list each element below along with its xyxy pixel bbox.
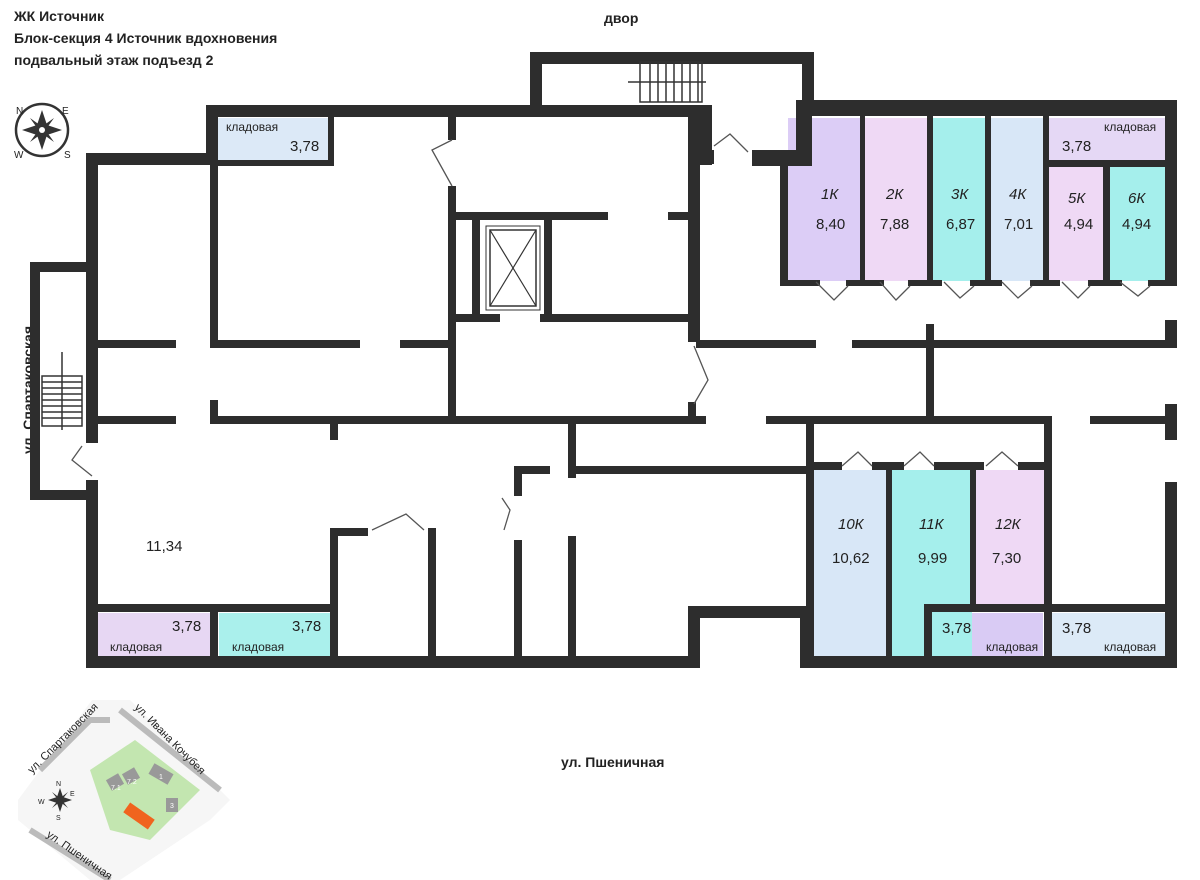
minimap-block-label-1: 7.1 bbox=[111, 785, 121, 792]
unit-room-5 bbox=[1049, 167, 1103, 281]
unit-room-10 bbox=[813, 470, 886, 656]
storage-s1-label: кладовая bbox=[226, 120, 279, 134]
storage-s2-label: кладовая bbox=[1104, 120, 1157, 134]
storage-room-s1 bbox=[218, 118, 328, 160]
storage-room-s2 bbox=[1049, 118, 1165, 160]
unit-3-area: 6,87 bbox=[946, 216, 976, 233]
hall-area: 11,34 bbox=[146, 538, 183, 555]
street-yard: двор bbox=[604, 10, 639, 26]
minimap-green-area bbox=[90, 740, 200, 840]
unit-11-area: 9,99 bbox=[918, 550, 948, 567]
unit-room-2 bbox=[865, 118, 927, 281]
unit-room-3 bbox=[933, 118, 985, 281]
compass-s-label: S bbox=[64, 150, 71, 161]
compass-w-label: W bbox=[14, 150, 24, 161]
storage-s2-area: 3,78 bbox=[1062, 138, 1092, 155]
storage-s4-label: кладовая bbox=[232, 640, 285, 654]
unit-1-name: 1К bbox=[821, 186, 839, 203]
unit-1-area: 8,40 bbox=[816, 216, 846, 233]
storage-room-s6 bbox=[1051, 613, 1165, 656]
unit-11-name: 11К bbox=[919, 516, 944, 533]
unit-4-area: 7,01 bbox=[1004, 216, 1034, 233]
minimap-compass-w: W bbox=[38, 799, 45, 806]
minimap-street-pshenichnaya: ул. Пшеничная bbox=[44, 829, 114, 880]
minimap-block-label-4: 3 bbox=[170, 803, 174, 810]
storage-s6-label: кладовая bbox=[1104, 640, 1157, 654]
unit-2-area: 7,88 bbox=[880, 216, 910, 233]
minimap-compass-s: S bbox=[56, 815, 61, 822]
floor-title: подвальный этаж подъезд 2 bbox=[14, 52, 214, 68]
unit-12-area: 7,30 bbox=[992, 550, 1022, 567]
unit-room-4 bbox=[991, 118, 1043, 281]
unit-6-name: 6К bbox=[1128, 190, 1146, 207]
storage-s6-area: 3,78 bbox=[1062, 620, 1092, 637]
unit-12-name: 12К bbox=[995, 516, 1021, 533]
minimap-street-spartakovskaya: ул. Спартаковская bbox=[26, 701, 101, 776]
unit-2-name: 2К bbox=[886, 186, 904, 203]
unit-room-6 bbox=[1110, 167, 1165, 281]
minimap-street-kochubey: ул. Ивана Кочубея bbox=[132, 702, 207, 777]
storage-s5-area: 3,78 bbox=[942, 620, 972, 637]
storage-s1-area: 3,78 bbox=[290, 138, 320, 155]
storage-s3-label: кладовая bbox=[110, 640, 163, 654]
unit-10-area: 10,62 bbox=[832, 550, 870, 567]
minimap-compass-n: N bbox=[56, 781, 61, 788]
unit-room-12 bbox=[976, 470, 1044, 605]
unit-3-name: 3К bbox=[951, 186, 969, 203]
storage-s3-area: 3,78 bbox=[172, 618, 202, 635]
storage-s5-label: кладовая bbox=[986, 640, 1039, 654]
unit-4-name: 4К bbox=[1009, 186, 1027, 203]
minimap-block-label-3: 1 bbox=[159, 774, 163, 781]
compass-e-label: E bbox=[62, 106, 69, 117]
unit-5-name: 5К bbox=[1068, 190, 1086, 207]
unit-6-area: 4,94 bbox=[1122, 216, 1152, 233]
storage-s4-area: 3,78 bbox=[292, 618, 322, 635]
compass-n-label: N bbox=[16, 106, 23, 117]
unit-10-name: 10К bbox=[838, 516, 864, 533]
storage-room-s4 bbox=[219, 613, 331, 656]
minimap-highlight-block bbox=[123, 802, 155, 830]
section-title: Блок-секция 4 Источник вдохновения bbox=[14, 30, 278, 46]
minimap-compass-e: E bbox=[70, 791, 75, 798]
unit-5-area: 4,94 bbox=[1064, 216, 1094, 233]
minimap-block-label-2: 7.2 bbox=[127, 779, 137, 786]
storage-room-s3 bbox=[98, 613, 210, 656]
street-pshenichnaya: ул. Пшеничная bbox=[561, 754, 665, 770]
complex-title: ЖК Источник bbox=[14, 8, 105, 24]
